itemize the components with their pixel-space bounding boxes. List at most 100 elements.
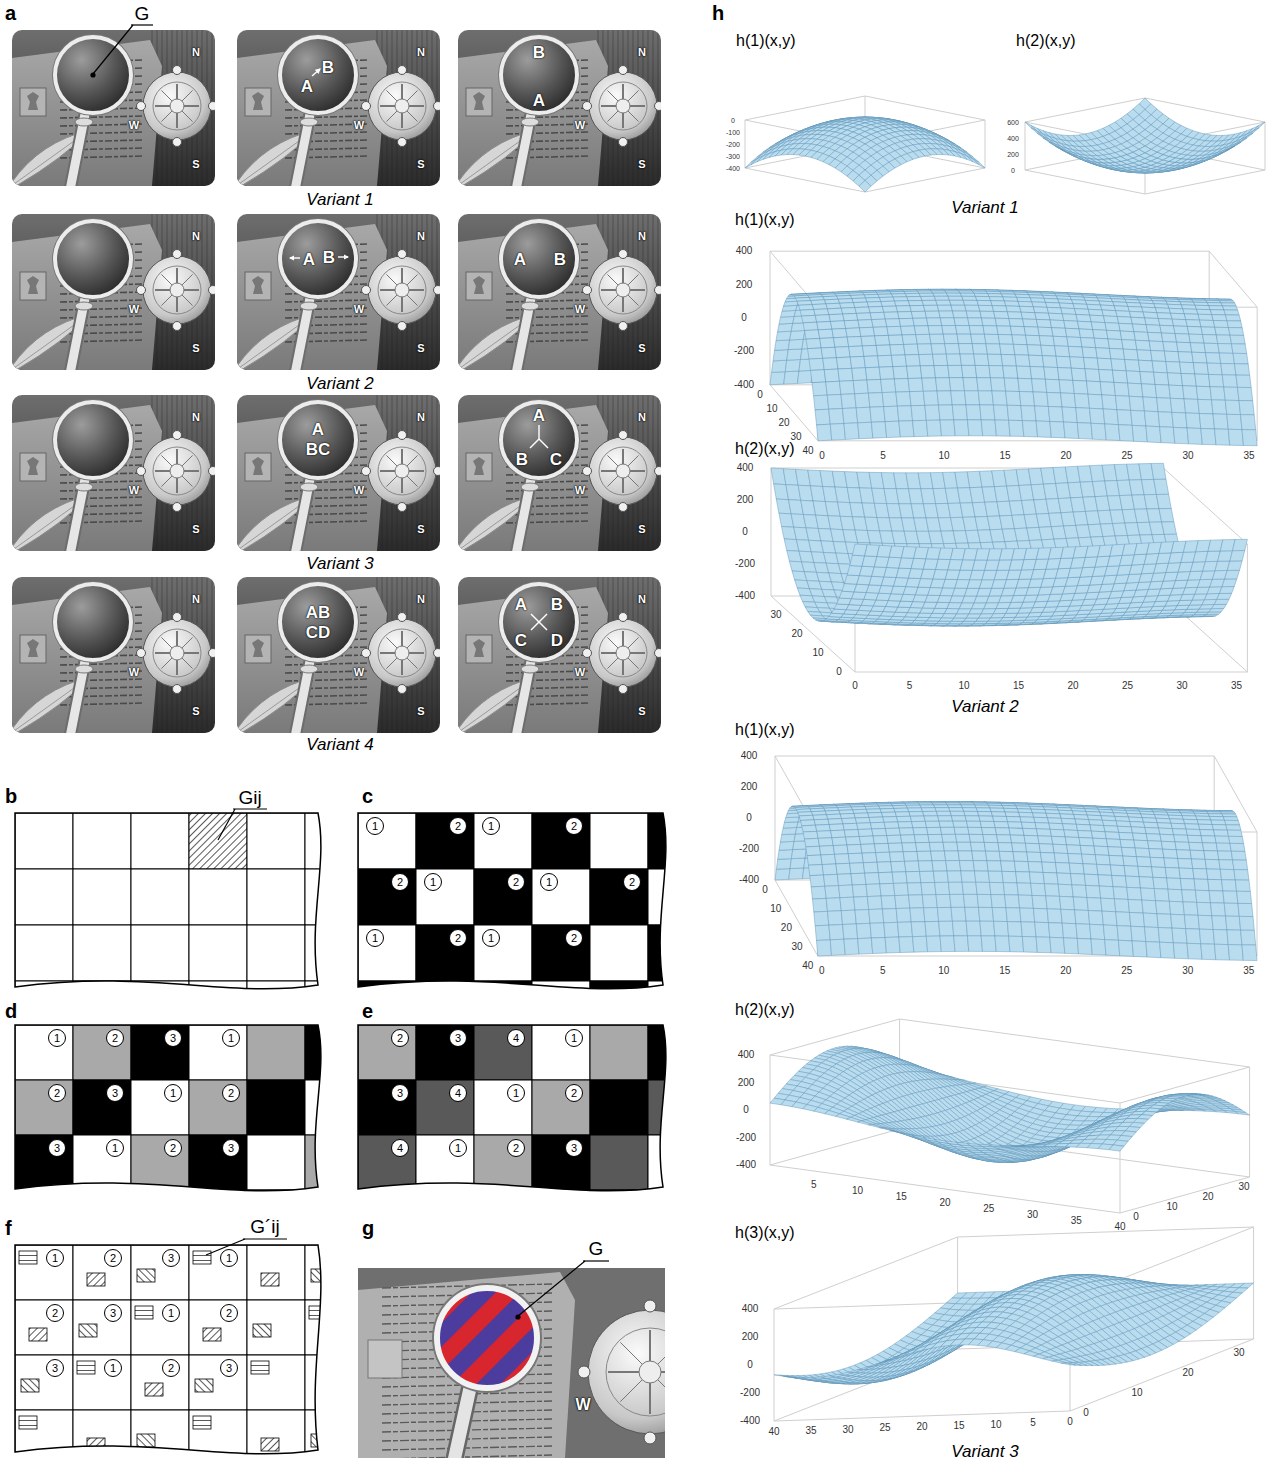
surface-mesh: [1003, 366, 1018, 379]
surface-mesh: [984, 334, 999, 344]
grid-panel: [358, 813, 706, 1037]
surface-mesh: [925, 311, 940, 318]
grid-panel: [590, 1080, 648, 1135]
surface-mesh: [872, 319, 887, 327]
surface-mesh: [858, 320, 873, 328]
grid-panel: [15, 869, 73, 925]
surface-mesh: [1119, 323, 1134, 331]
surface-mesh: [1221, 363, 1236, 375]
surface-mesh: [966, 311, 981, 318]
surface-mesh: [1143, 397, 1158, 412]
surface-mesh: [814, 395, 829, 410]
surface-mesh: [894, 378, 909, 392]
surface-mesh: [806, 338, 821, 348]
surface-mesh: [1181, 305, 1196, 309]
surface-mesh: [1091, 322, 1106, 330]
grid-panel: [15, 1190, 73, 1245]
surface-mesh: [959, 291, 974, 293]
surface-mesh: [981, 318, 996, 326]
surface-mesh: [824, 369, 839, 382]
surface-mesh: [1120, 331, 1135, 340]
surface-mesh: [1099, 369, 1114, 382]
surface-mesh: [1126, 371, 1141, 384]
surface-mesh: [1161, 333, 1176, 342]
surface-mesh: [934, 365, 949, 377]
surface-mesh: [1053, 336, 1068, 346]
grid-panel: [203, 1328, 221, 1341]
surface-mesh: [971, 334, 986, 344]
surface-mesh: [1012, 335, 1027, 345]
grid-panel: [193, 1416, 211, 1429]
surface-mesh: [879, 297, 894, 301]
surface-mesh: [853, 302, 868, 308]
surface-mesh: [1042, 356, 1057, 368]
surface-mesh: [1047, 392, 1062, 407]
surface-mesh: [878, 355, 893, 367]
surface-mesh: [1192, 352, 1207, 363]
surface-mesh: [1087, 381, 1102, 395]
surface-mesh: [913, 318, 928, 326]
surface-mesh: [945, 344, 960, 354]
surface-mesh: [1088, 309, 1103, 316]
surface-mesh: [987, 354, 1002, 366]
surface-mesh: [1102, 395, 1117, 410]
surface-mesh: [1021, 312, 1036, 319]
surface-mesh: [1142, 307, 1157, 313]
surface-mesh: [960, 293, 975, 296]
surface-mesh: [802, 315, 817, 322]
grid-panel: [416, 1190, 474, 1245]
surface-mesh: [1112, 370, 1127, 383]
surface-mesh: [852, 368, 867, 381]
grid-panel: [358, 1025, 706, 1245]
magnifier-scene: [368, 1340, 402, 1378]
surface-mesh: [869, 306, 884, 312]
surface-mesh: [839, 381, 854, 395]
surface-mesh: [826, 303, 841, 309]
surface-mesh: [1000, 344, 1015, 355]
surface-mesh: [818, 329, 833, 338]
surface-mesh: [963, 378, 978, 391]
surface-mesh: [1102, 310, 1117, 317]
surface-mesh: [1114, 382, 1129, 396]
surface-mesh: [1183, 309, 1198, 314]
grid-panel: [319, 1383, 337, 1396]
surface-mesh: [770, 289, 1257, 445]
surface-mesh: [775, 340, 790, 350]
surface-mesh: [1129, 311, 1144, 318]
surface-mesh: [1146, 325, 1161, 333]
surface-mesh: [779, 316, 794, 324]
surface-mesh: [1038, 327, 1053, 336]
surface-mesh: [846, 328, 861, 337]
surface-mesh: [980, 311, 995, 318]
surface-mesh: [1234, 364, 1249, 376]
surface-mesh: [1076, 314, 1091, 321]
surface-mesh: [919, 354, 934, 366]
surface-plot: [745, 96, 985, 192]
surface-mesh: [1115, 396, 1130, 411]
surface-mesh: [1117, 317, 1132, 324]
grid-panel: [305, 1135, 363, 1190]
surface-mesh: [1061, 393, 1076, 408]
grid-panel: [29, 1328, 47, 1341]
surface-mesh: [1198, 314, 1213, 320]
surface-mesh: [1154, 372, 1169, 385]
axis-box: [1145, 170, 1265, 194]
surface-mesh: [778, 323, 793, 332]
surface-mesh: [1020, 306, 1035, 312]
surface-mesh: [1222, 375, 1237, 388]
surface-mesh: [1084, 357, 1099, 369]
surface-mesh: [997, 326, 1012, 335]
surface-mesh: [843, 313, 858, 320]
surface-mesh: [841, 308, 856, 314]
surface-mesh: [933, 354, 948, 366]
surface-mesh: [820, 338, 835, 348]
surface-mesh: [902, 335, 917, 345]
grid-panel: [19, 1416, 37, 1429]
surface-mesh: [805, 330, 820, 339]
surface-mesh: [896, 306, 911, 312]
surface-mesh: [867, 302, 882, 307]
surface-mesh: [960, 354, 975, 365]
surface-mesh: [833, 337, 848, 347]
surface-mesh: [899, 318, 914, 326]
surface-mesh: [835, 347, 850, 358]
